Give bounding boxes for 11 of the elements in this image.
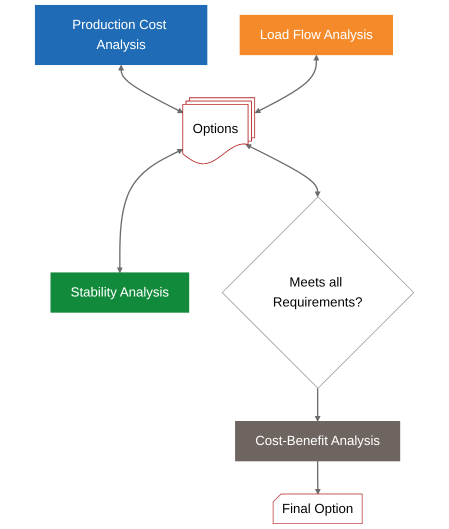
node-box: Load Flow Analysis bbox=[240, 14, 394, 56]
node-box: Production Cost Analysis bbox=[34, 4, 208, 66]
node-diamond: Meets all Requirements? bbox=[222, 196, 414, 389]
arrow bbox=[246, 144, 321, 198]
arrow bbox=[314, 460, 321, 495]
arrow bbox=[314, 388, 321, 422]
arrow bbox=[116, 148, 184, 274]
arrow bbox=[254, 54, 320, 114]
node-box: Stability Analysis bbox=[50, 272, 190, 313]
arrow bbox=[118, 64, 184, 114]
node-box: Cost-Benefit Analysis bbox=[235, 421, 400, 462]
